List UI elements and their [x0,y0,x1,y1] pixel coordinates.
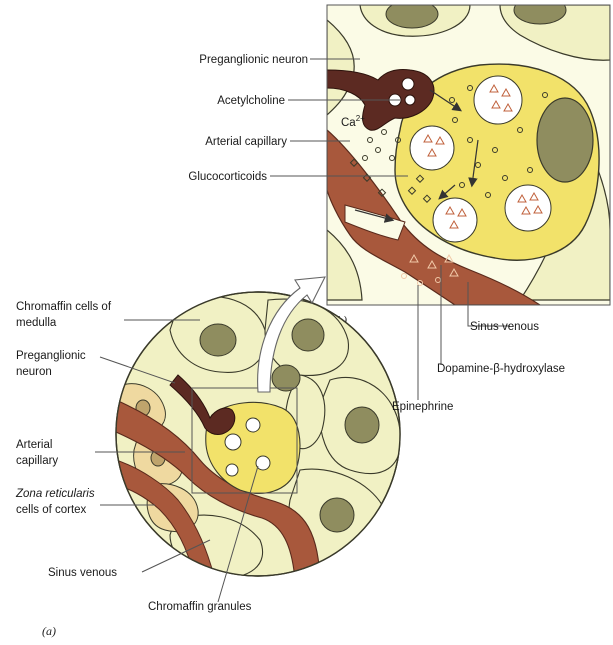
nucleus [514,0,566,24]
label-dopamine-b-hydroxylase: Dopamine-β-hydroxylase [437,363,565,375]
label-acetylcholine: Acetylcholine [217,95,285,107]
nucleus [272,365,300,391]
panel-b: (b) Ca2+ [327,0,610,327]
chromaffin-granule [474,76,522,124]
panel-a: (a) [42,277,401,638]
nucleus [320,498,354,532]
label-preganglionic-neuron-a: Preganglionic neuron [16,350,89,378]
label-sinus-venous-b: Sinus venous [470,321,539,333]
chromaffin-granule [226,464,238,476]
label-zona-reticularis: Zona reticularis cells of cortex [15,488,98,516]
label-preganglionic-neuron: Preganglionic neuron [199,54,308,66]
chromaffin-granule [505,185,551,231]
label-glucocorticoids: Glucocorticoids [188,171,267,183]
nucleus [292,319,324,351]
nucleus [200,324,236,356]
chromaffin-granule [256,456,270,470]
label-chromaffin-granules: Chromaffin granules [148,601,252,613]
nucleus [386,0,438,28]
label-epinephrine: Epinephrine [392,401,453,413]
label-arterial-capillary-a: Arterial capillary [16,439,58,467]
nucleus [537,98,593,182]
nucleus [345,407,379,443]
chromaffin-granule [225,434,241,450]
label-sinus-venous-a: Sinus venous [48,567,117,579]
panel-a-label: (a) [42,624,56,638]
chromaffin-granule [246,418,260,432]
label-arterial-capillary: Arterial capillary [205,136,287,148]
label-chromaffin-cells: Chromaffin cells of medulla [16,301,114,329]
chromaffin-granule [410,126,454,170]
chromaffin-granule [433,198,477,242]
